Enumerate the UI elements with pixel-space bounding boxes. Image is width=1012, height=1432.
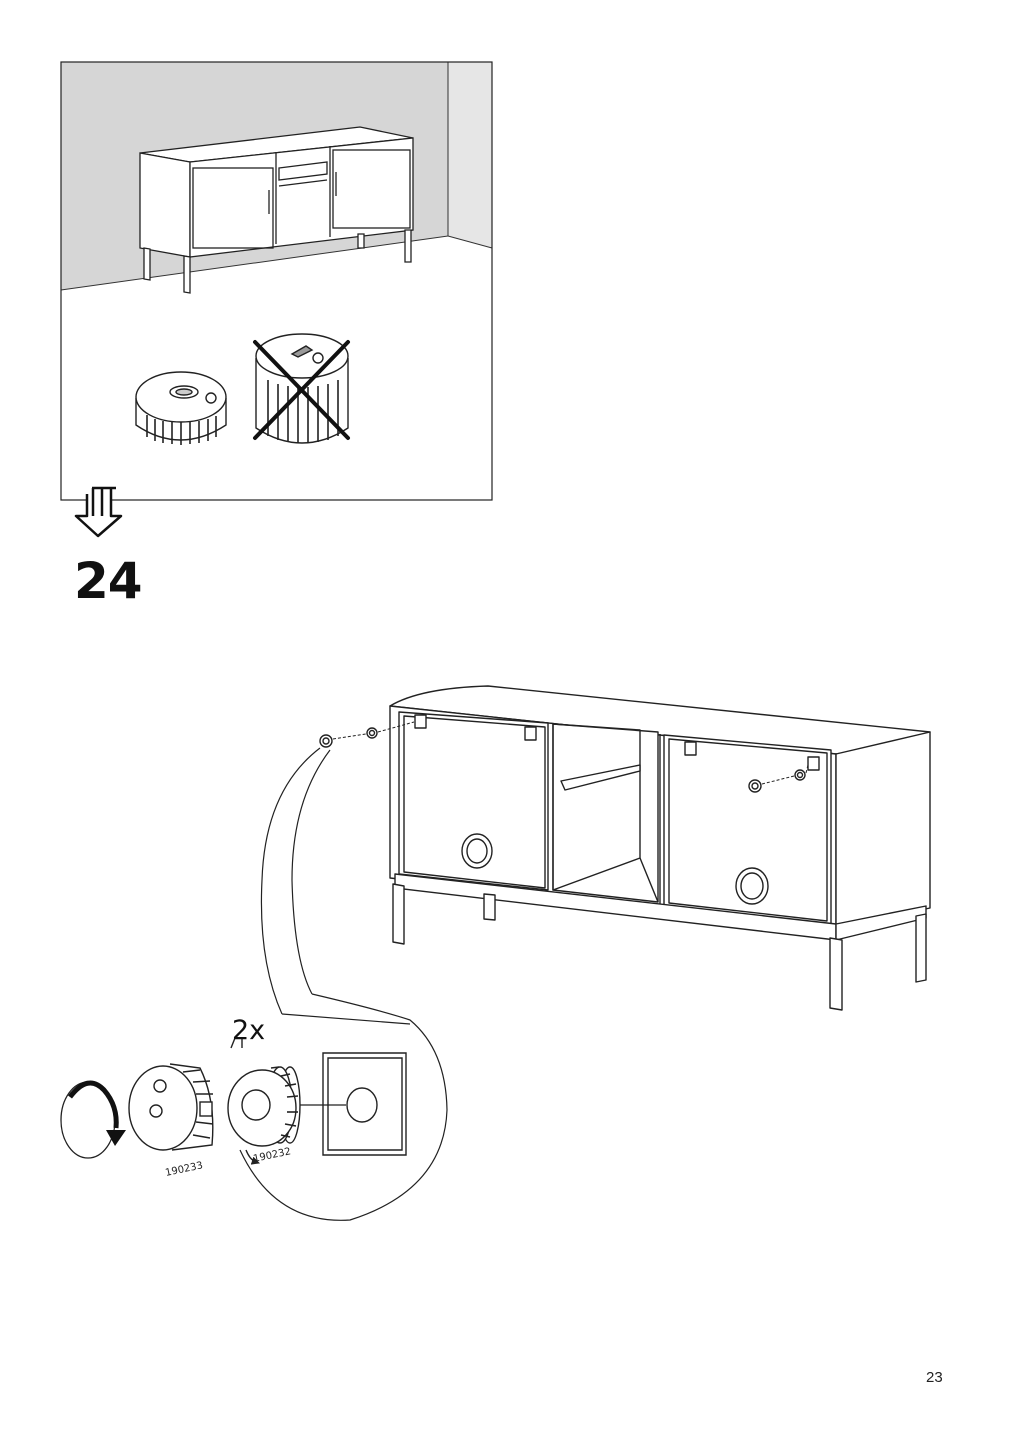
foot-correct xyxy=(135,371,227,445)
step-number: 24 xyxy=(74,552,143,610)
page-number: 23 xyxy=(926,1369,943,1386)
quantity-label: 2x xyxy=(232,1015,266,1046)
turn-page-arrow-icon xyxy=(74,486,123,538)
clockwise-rotation-arrow-icon xyxy=(60,1080,126,1159)
part-number-190233: 190233 xyxy=(164,1160,204,1179)
placement-hint-panel xyxy=(60,61,493,501)
tv-bench xyxy=(319,685,931,1011)
part-number-190232: 190232 xyxy=(252,1146,292,1165)
assembly-guide-lines xyxy=(332,721,809,785)
panel-border xyxy=(60,61,493,501)
small-cabinet xyxy=(139,126,414,294)
part-190232 xyxy=(227,1037,301,1165)
part-190233 xyxy=(128,1063,214,1151)
detail-callout xyxy=(239,747,448,1221)
prohibited-cross-icon xyxy=(253,340,350,440)
wall-mounting-plate xyxy=(322,1052,407,1156)
